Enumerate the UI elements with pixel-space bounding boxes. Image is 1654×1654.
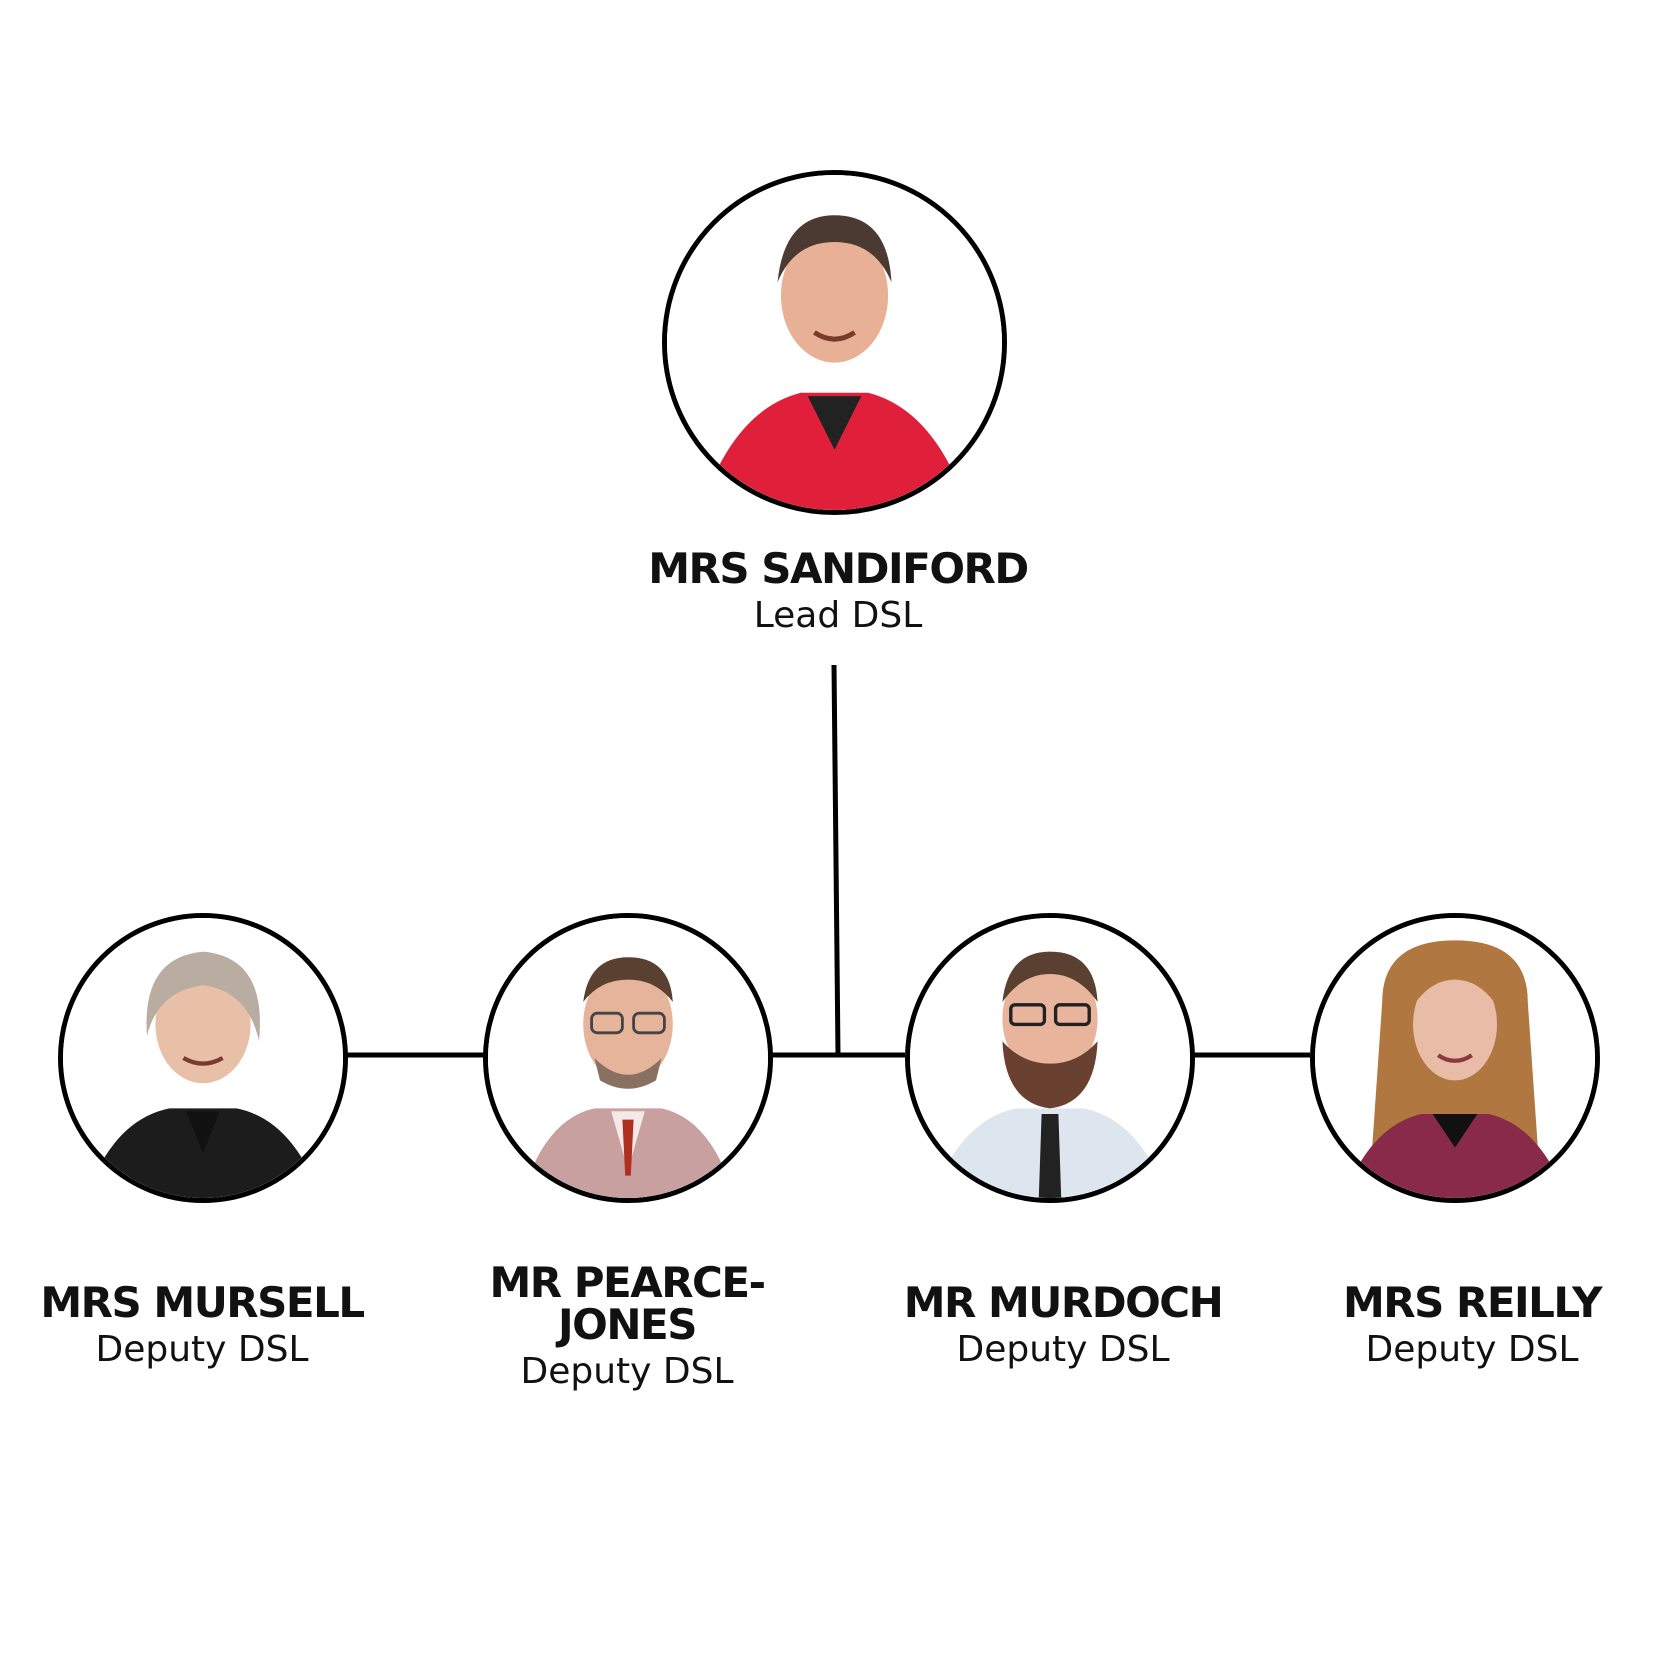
deputy-label-pearce-jones: MR PEARCE- JONES Deputy DSL xyxy=(489,1258,766,1392)
deputy-photo-murdoch xyxy=(905,913,1195,1203)
lead-to-deputies-connector xyxy=(831,664,841,1056)
deputy-label-murdoch: MR MURDOCH Deputy DSL xyxy=(903,1278,1224,1370)
deputy-photo-mursell xyxy=(58,913,348,1203)
deputy-name-mursell: MRS MURSELL xyxy=(40,1278,365,1327)
portrait-image xyxy=(1315,918,1595,1198)
lead-name: MRS SANDIFORD xyxy=(648,544,1029,593)
deputy-photo-pearce-jones xyxy=(483,913,773,1203)
deputy-role-pearce-jones: Deputy DSL xyxy=(520,1351,734,1392)
deputy-name-reilly: MRS REILLY xyxy=(1342,1278,1603,1327)
deputy-name-pearce-jones-line1: MR PEARCE- xyxy=(489,1258,766,1307)
lead-photo xyxy=(662,170,1007,515)
deputy-name-pearce-jones-line2: JONES xyxy=(558,1300,697,1349)
portrait-image xyxy=(667,175,1002,510)
portrait-image xyxy=(488,918,768,1198)
deputy-label-mursell: MRS MURSELL Deputy DSL xyxy=(40,1278,365,1370)
deputy-role-reilly: Deputy DSL xyxy=(1365,1329,1579,1370)
deputy-photo-reilly xyxy=(1310,913,1600,1203)
portrait-image xyxy=(63,918,343,1198)
deputy-role-murdoch: Deputy DSL xyxy=(956,1329,1170,1370)
deputy-role-mursell: Deputy DSL xyxy=(95,1329,309,1370)
deputy-label-reilly: MRS REILLY Deputy DSL xyxy=(1342,1278,1603,1370)
lead-label: MRS SANDIFORD Lead DSL xyxy=(648,544,1029,636)
lead-role: Lead DSL xyxy=(753,595,923,636)
portrait-image xyxy=(910,918,1190,1198)
deputy-name-murdoch: MR MURDOCH xyxy=(903,1278,1224,1327)
